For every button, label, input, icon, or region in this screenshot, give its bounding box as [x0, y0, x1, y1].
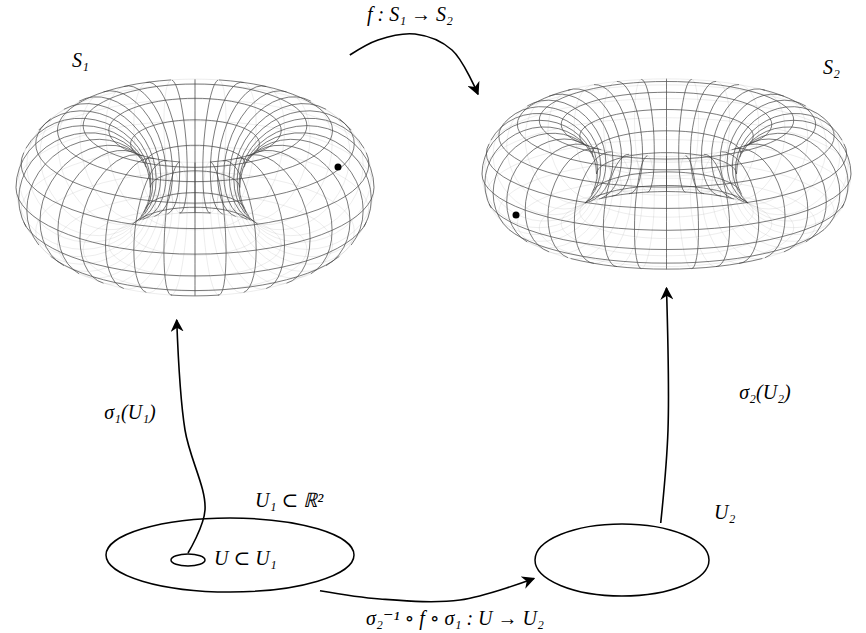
map-label: σ₂(U₂) [736, 381, 794, 404]
point-dot [335, 164, 342, 171]
torus-surface: S₂ [478, 60, 855, 288]
torus-hidden-lines [16, 79, 374, 296]
map-label: σ₁(U₁) [101, 401, 159, 424]
map-arrow [177, 320, 205, 553]
ellipse-outline [171, 554, 205, 566]
map-label: σ₂⁻¹ ∘ f ∘ σ₁ : U → U₂ [363, 607, 547, 630]
map-arrow [661, 288, 669, 523]
torus-wireframe [478, 60, 855, 288]
set-label: U₁ ⊂ ℝ² [255, 489, 323, 512]
torus-hidden-lines [482, 79, 851, 270]
domain-ellipse: U₁ ⊂ ℝ²U ⊂ U₁ [105, 517, 355, 593]
torus-surface: S₁ [12, 55, 378, 320]
ellipse-outline [534, 523, 710, 597]
ellipse-outline [170, 553, 206, 567]
domain-ellipse: U ⊂ U₁ [170, 553, 206, 567]
domain-ellipse: U₂ [534, 523, 710, 597]
set-label: U ⊂ U₁ [214, 547, 277, 570]
map-arrow [320, 579, 534, 602]
set-label: U₂ [714, 501, 735, 524]
ellipse-outline [106, 518, 354, 592]
ellipse-outline [535, 524, 709, 596]
torus-wireframe [12, 55, 378, 320]
set-label: S₂ [823, 56, 840, 79]
map-label: f : S₁ → S₂ [364, 3, 456, 26]
set-label: S₁ [72, 49, 89, 72]
map-arrow [350, 34, 478, 95]
point-dot [513, 212, 520, 219]
torus-grid-lines [16, 79, 374, 296]
torus-grid-lines [482, 79, 851, 270]
